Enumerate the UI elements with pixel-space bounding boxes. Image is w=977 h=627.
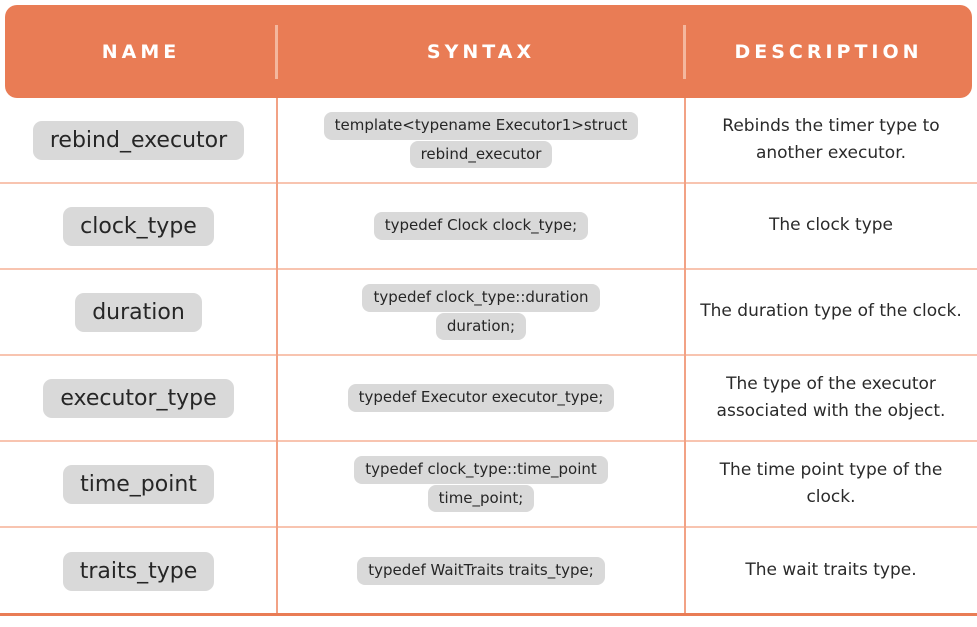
description-cell: The type of the executor associated with… [685, 356, 977, 440]
name-chip: time_point [63, 464, 214, 504]
description-cell: The duration type of the clock. [685, 270, 977, 354]
table-row: time_point typedef clock_type::time_poin… [0, 442, 977, 528]
name-cell: rebind_executor [0, 98, 277, 182]
syntax-chip: typedef WaitTraits traits_type; [357, 557, 605, 585]
description-cell: Rebinds the timer type to another execut… [685, 98, 977, 182]
name-chip: traits_type [62, 551, 215, 591]
name-cell: executor_type [0, 356, 277, 440]
table-row: traits_type typedef WaitTraits traits_ty… [0, 528, 977, 614]
syntax-chip: rebind_executor [409, 140, 553, 169]
syntax-chip: time_point; [427, 484, 535, 513]
syntax-cell: template<typename Executor1>struct rebin… [277, 98, 685, 182]
column-header-name: NAME [101, 40, 181, 63]
description-text: Rebinds the timer type to another execut… [722, 115, 940, 163]
table-header: NAME SYNTAX DESCRIPTION [5, 5, 972, 98]
header-column-divider [683, 25, 686, 79]
table-row: clock_type typedef Clock clock_type; The… [0, 184, 977, 270]
table-row: executor_type typedef Executor executor_… [0, 356, 977, 442]
column-header-description: DESCRIPTION [734, 40, 923, 63]
description-text: The type of the executor associated with… [716, 373, 946, 421]
syntax-cell: typedef Clock clock_type; [277, 184, 685, 268]
name-cell: clock_type [0, 184, 277, 268]
description-cell: The clock type [685, 184, 977, 268]
name-cell: traits_type [0, 528, 277, 614]
description-cell: The wait traits type. [685, 528, 977, 614]
description-text: The time point type of the clock. [719, 459, 943, 507]
syntax-cell: typedef clock_type::duration duration; [277, 270, 685, 354]
syntax-chip: duration; [435, 312, 527, 341]
table-body: rebind_executor template<typename Execut… [0, 98, 977, 614]
description-text: The clock type [768, 215, 894, 236]
table-row: duration typedef clock_type::duration du… [0, 270, 977, 356]
syntax-chip: typedef clock_type::time_point [354, 455, 608, 484]
name-chip: clock_type [63, 206, 214, 246]
header-column-divider [275, 25, 278, 79]
syntax-cell: typedef WaitTraits traits_type; [277, 528, 685, 614]
syntax-chip: typedef Executor executor_type; [347, 384, 615, 412]
table-row: rebind_executor template<typename Execut… [0, 98, 977, 184]
syntax-chip: template<typename Executor1>struct [323, 111, 639, 140]
name-cell: duration [0, 270, 277, 354]
syntax-cell: typedef clock_type::time_point time_poin… [277, 442, 685, 526]
description-text: The wait traits type. [745, 560, 917, 581]
syntax-cell: typedef Executor executor_type; [277, 356, 685, 440]
name-cell: time_point [0, 442, 277, 526]
syntax-chip: typedef Clock clock_type; [373, 212, 589, 240]
column-header-syntax: SYNTAX [426, 40, 536, 63]
column-divider [684, 98, 686, 614]
name-chip: executor_type [43, 378, 234, 418]
name-chip: rebind_executor [32, 120, 245, 160]
name-chip: duration [75, 292, 202, 332]
description-text: The duration type of the clock. [700, 301, 962, 322]
description-cell: The time point type of the clock. [685, 442, 977, 526]
column-divider [276, 98, 278, 614]
table-bottom-rule [0, 613, 977, 616]
syntax-chip: typedef clock_type::duration [362, 283, 600, 312]
